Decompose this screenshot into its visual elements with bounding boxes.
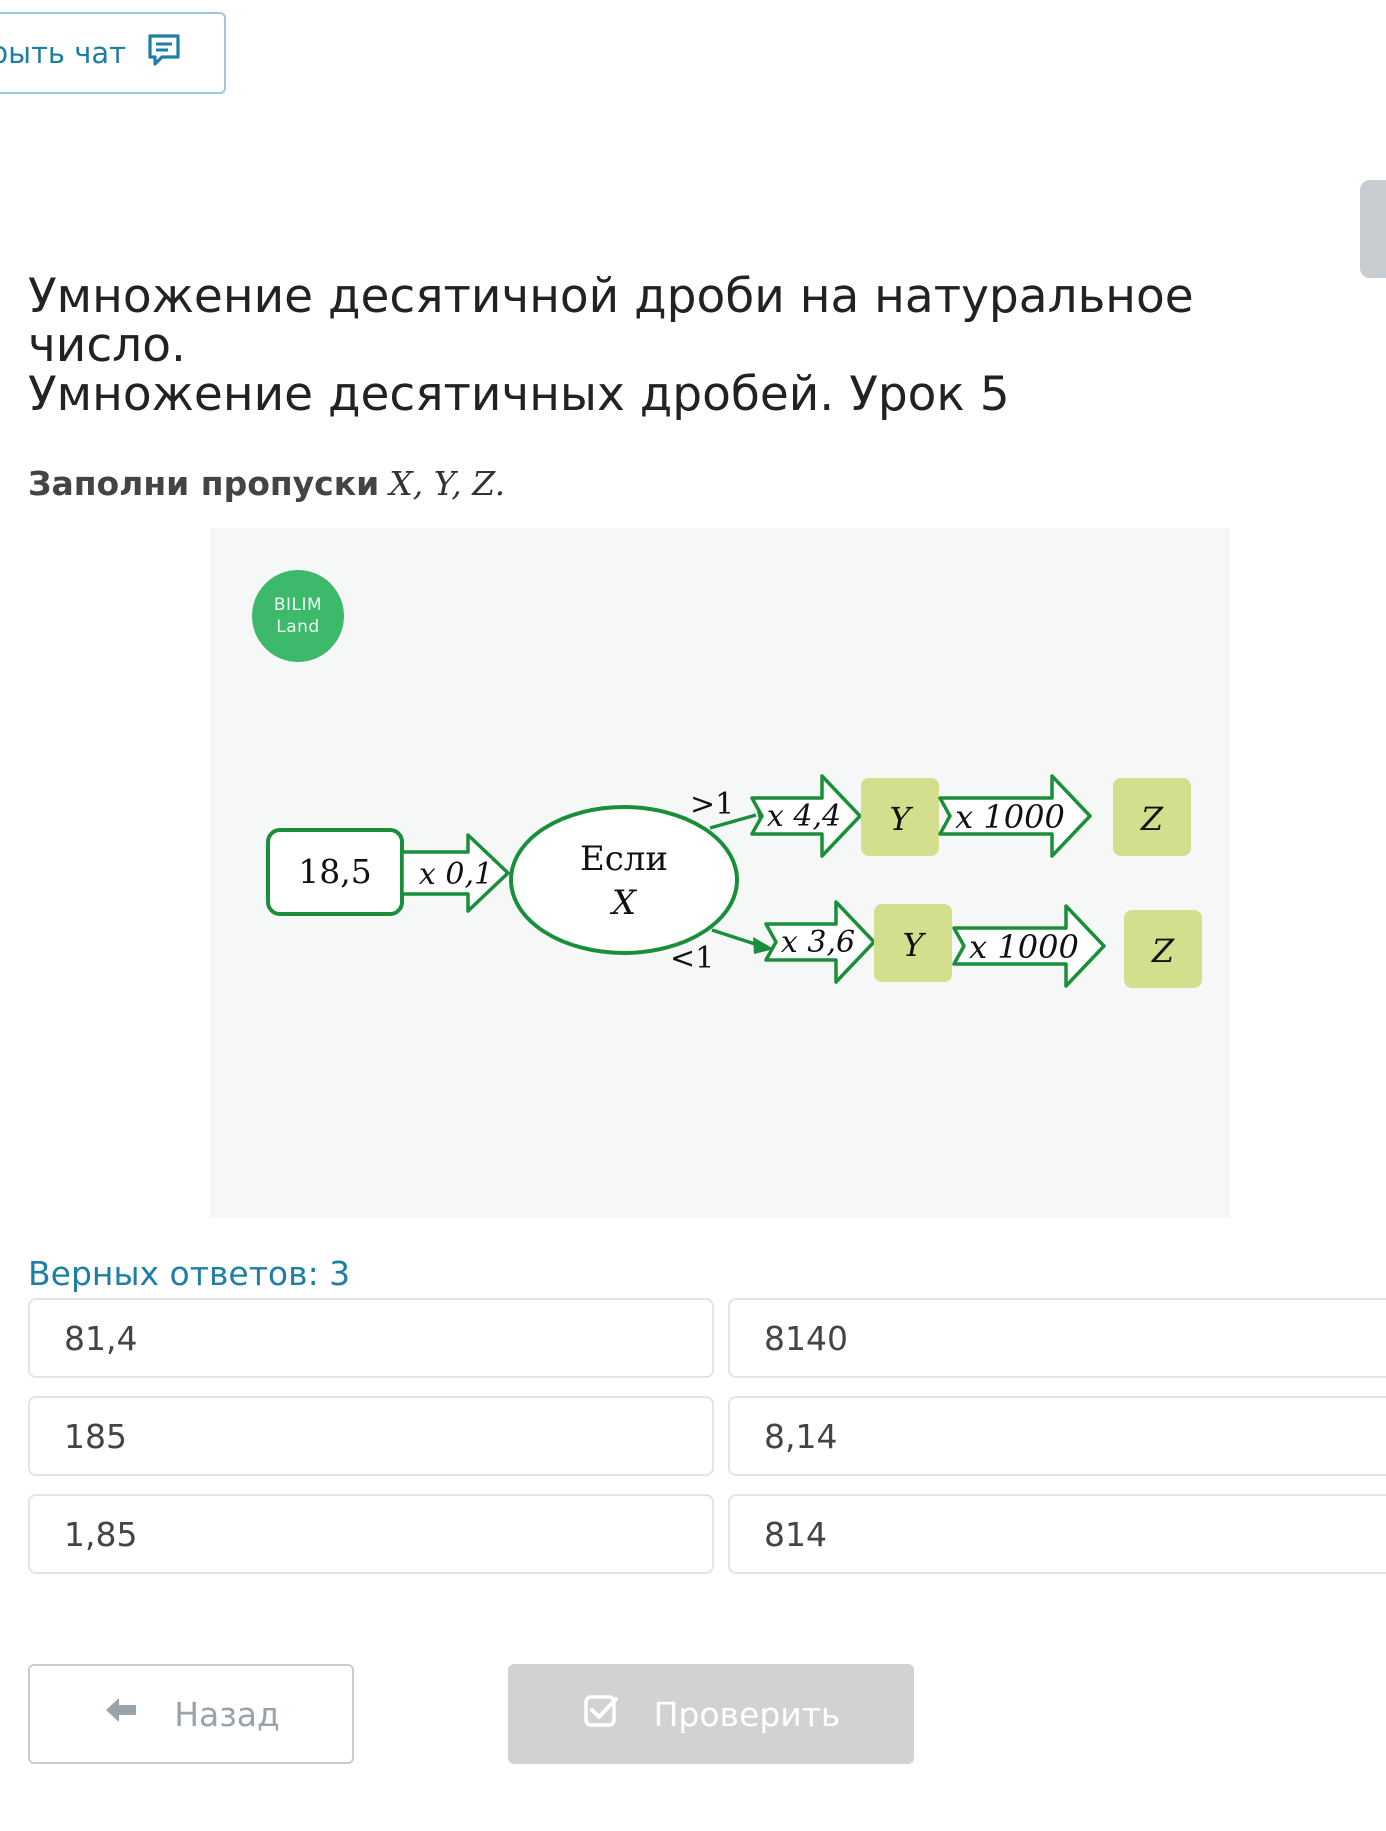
arrow-left-icon	[102, 1691, 140, 1737]
answer-option[interactable]: 1,85	[28, 1494, 714, 1574]
start-value: 18,5	[298, 852, 371, 891]
y-label-upper: Y	[889, 800, 913, 838]
z-box-lower	[1124, 910, 1202, 988]
task-prompt-text: Заполни пропуски	[28, 464, 380, 503]
task-diagram: 18,5 x 0,1 Если X >1 <1 x 4,4 Y x 1000 Z…	[210, 528, 1230, 1218]
chat-icon	[144, 30, 184, 77]
connector-lower	[711, 928, 759, 947]
back-button[interactable]: Назад	[28, 1664, 354, 1764]
correct-answers-count: Верных ответов: 3	[28, 1254, 351, 1293]
arrow-lower-multiply	[764, 900, 876, 984]
arrow-upper-1000-label: x 1000	[955, 798, 1065, 836]
y-box-lower	[874, 904, 952, 982]
arrow-multiply-first-label: x 0,1	[419, 857, 493, 892]
answer-option[interactable]: 81,4	[28, 1298, 714, 1378]
check-square-icon	[582, 1691, 620, 1737]
branch-upper-label: >1	[690, 787, 734, 822]
z-label-lower: Z	[1151, 932, 1175, 970]
connector-lower-head	[753, 937, 774, 954]
answer-option[interactable]: 8140	[728, 1298, 1386, 1378]
connector-upper	[709, 813, 757, 830]
logo-line2: Land	[276, 617, 320, 637]
z-label-upper: Z	[1140, 800, 1164, 838]
check-button[interactable]: Проверить	[508, 1664, 914, 1764]
check-button-label: Проверить	[653, 1694, 841, 1734]
arrow-upper-1000	[938, 774, 1092, 858]
condition-line2: X	[609, 883, 638, 923]
arrow-upper-multiply-label: x 4,4	[767, 799, 841, 834]
branch-lower-label: <1	[670, 941, 714, 976]
back-button-label: Назад	[174, 1694, 280, 1734]
bilimland-logo: BILIM Land	[252, 570, 344, 662]
y-label-lower: Y	[902, 926, 926, 964]
z-box-upper	[1113, 778, 1191, 856]
task-prompt-vars: X, Y, Z.	[389, 464, 506, 503]
arrow-lower-1000	[952, 904, 1106, 988]
answer-option[interactable]: 185	[28, 1396, 714, 1476]
condition-ellipse	[509, 805, 739, 955]
answer-option[interactable]: 814	[728, 1494, 1386, 1574]
side-panel-tab[interactable]	[1360, 180, 1386, 278]
arrow-lower-1000-label: x 1000	[969, 928, 1079, 966]
lesson-title-line2: Умножение десятичных дробей. Урок 5	[28, 367, 1010, 422]
arrow-upper-multiply	[750, 774, 862, 858]
open-chat-button[interactable]: рыть чат	[0, 12, 226, 94]
answer-option[interactable]: 8,14	[728, 1396, 1386, 1476]
arrow-multiply-first	[400, 833, 510, 913]
logo-line1: BILIM	[273, 595, 323, 615]
arrow-lower-multiply-label: x 3,6	[781, 925, 855, 960]
y-box-upper	[861, 778, 939, 856]
open-chat-label: рыть чат	[0, 36, 126, 70]
lesson-title: Умножение десятичной дроби на натурально…	[28, 272, 1348, 419]
lesson-title-line1: Умножение десятичной дроби на натурально…	[28, 269, 1194, 373]
condition-line1: Если	[580, 839, 668, 879]
